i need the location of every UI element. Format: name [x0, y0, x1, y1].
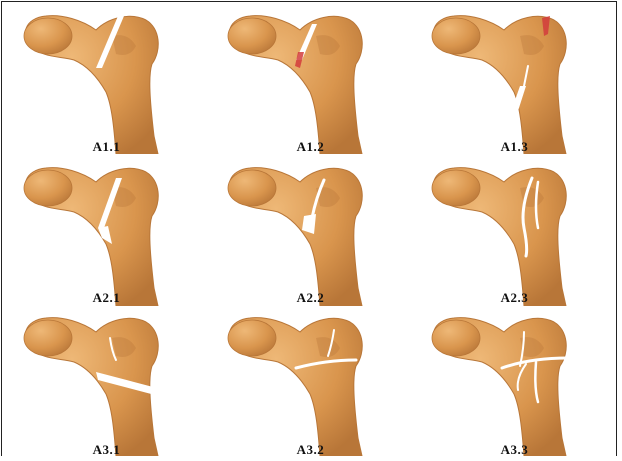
femur-illustration-a3-3 [420, 308, 622, 456]
femur-drawing [216, 308, 421, 456]
femur-illustration-a3-2 [216, 308, 421, 456]
femur-drawing [216, 6, 421, 154]
panel-label: A3.3 [412, 442, 617, 458]
femur-illustration-a2-2 [216, 158, 421, 306]
femur-illustration-a2-3 [420, 158, 622, 306]
femur-drawing [12, 308, 217, 456]
femoral-head [228, 170, 276, 206]
panel-label: A2.2 [208, 290, 413, 306]
femoral-head [24, 18, 72, 54]
panel-label: A3.1 [4, 442, 209, 458]
femoral-head [432, 170, 480, 206]
panel-label: A1.3 [412, 139, 617, 155]
panel-label: A1.1 [4, 139, 209, 155]
femur-illustration-a1-2 [216, 6, 421, 154]
femoral-head [24, 170, 72, 206]
femoral-head [432, 18, 480, 54]
femoral-head [24, 320, 72, 356]
femur-drawing [420, 158, 622, 306]
femur-drawing [12, 158, 217, 306]
femur-drawing [420, 308, 622, 456]
panel-label: A2.3 [412, 290, 617, 306]
femur-illustration-a2-1 [12, 158, 217, 306]
femur-illustration-a1-1 [12, 6, 217, 154]
femur-illustration-a1-3 [420, 6, 622, 154]
panel-label: A2.1 [4, 290, 209, 306]
femoral-head [432, 320, 480, 356]
femur-drawing [12, 6, 217, 154]
femur-drawing [420, 6, 622, 154]
femoral-head [228, 320, 276, 356]
femoral-head [228, 18, 276, 54]
panel-label: A1.2 [208, 139, 413, 155]
panel-label: A3.2 [208, 442, 413, 458]
femur-drawing [216, 158, 421, 306]
femur-illustration-a3-1 [12, 308, 217, 456]
